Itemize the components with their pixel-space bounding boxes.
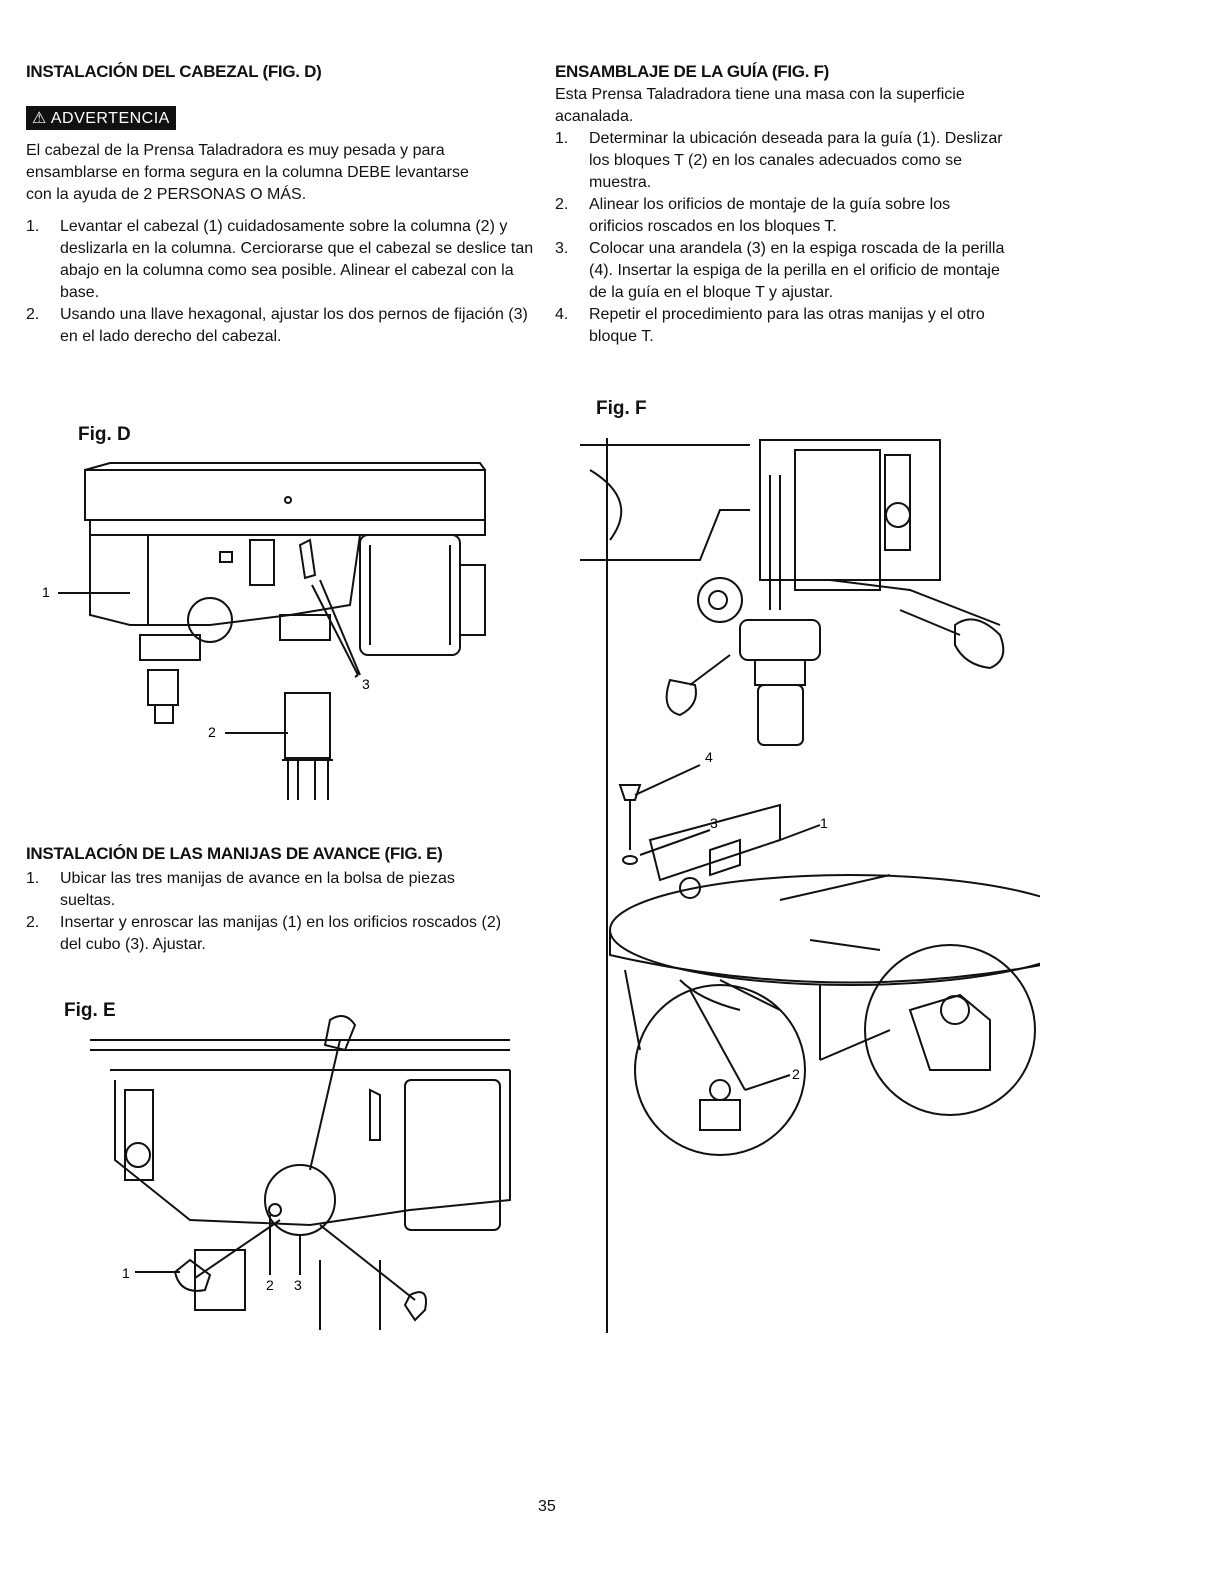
callout-label: 1 [820,815,828,831]
feed-handles-section: INSTALACIÓN DE LAS MANIJAS DE AVANCE (FI… [26,844,546,956]
fig-d-illustration: 1 2 3 [42,462,486,800]
intro-text: Esta Prensa Taladradora tiene una masa c… [555,86,965,125]
list-item: 2.Alinear los orificios de montaje de la… [555,196,951,235]
callout-label: 4 [705,749,713,765]
callout-label: 3 [710,815,718,831]
fig-f-label: Fig. F [596,398,647,419]
page-number: 35 [538,1498,556,1515]
callout-label: 2 [266,1277,274,1293]
callout-label: 3 [362,676,370,692]
list-item: 1.Levantar el cabezal (1) cuidadosamente… [26,218,534,301]
callout-label: 3 [294,1277,302,1293]
list-item: 1.Determinar la ubicación deseada para l… [555,130,1003,191]
section-title: INSTALACIÓN DEL CABEZAL (FIG. D) [26,62,322,81]
list-item: 4.Repetir el procedimiento para las otra… [555,306,985,345]
feed-steps: 1.Ubicar las tres manijas de avance en l… [26,868,506,956]
warning-label: ADVERTENCIA [50,110,170,127]
warning-icon: ⚠ [32,110,47,127]
list-item: 2.Insertar y enroscar las manijas (1) en… [26,914,502,953]
fig-e-label: Fig. E [64,1000,116,1021]
callout-label: 2 [792,1066,800,1082]
fig-e-illustration: 1 2 3 [90,1015,511,1330]
section-title: ENSAMBLAJE DE LA GUÍA (FIG. F) [555,62,830,81]
fence-assembly-section: ENSAMBLAJE DE LA GUÍA (FIG. F) Esta Pren… [555,62,1005,348]
fence-steps: 1.Determinar la ubicación deseada para l… [555,128,1005,348]
list-item: 3.Colocar una arandela (3) en la espiga … [555,240,1005,301]
callout-label: 1 [42,584,50,600]
section-title: INSTALACIÓN DE LAS MANIJAS DE AVANCE (FI… [26,844,443,863]
fig-d-label: Fig. D [78,424,131,445]
fig-f-illustration: 4 3 1 2 [580,439,1040,1156]
list-item: 1.Ubicar las tres manijas de avance en l… [26,870,455,909]
callout-label: 2 [208,724,216,740]
list-item: 2.Usando una llave hexagonal, ajustar lo… [26,306,528,345]
warning-banner: ⚠ADVERTENCIA [26,106,546,130]
divider-line [606,438,608,1333]
head-steps: 1.Levantar el cabezal (1) cuidadosamente… [26,216,546,348]
callout-label: 1 [122,1265,130,1281]
warning-text: El cabezal de la Prensa Taladradora es m… [26,142,469,203]
head-installation-section: INSTALACIÓN DEL CABEZAL (FIG. D) ⚠ADVERT… [26,62,546,348]
